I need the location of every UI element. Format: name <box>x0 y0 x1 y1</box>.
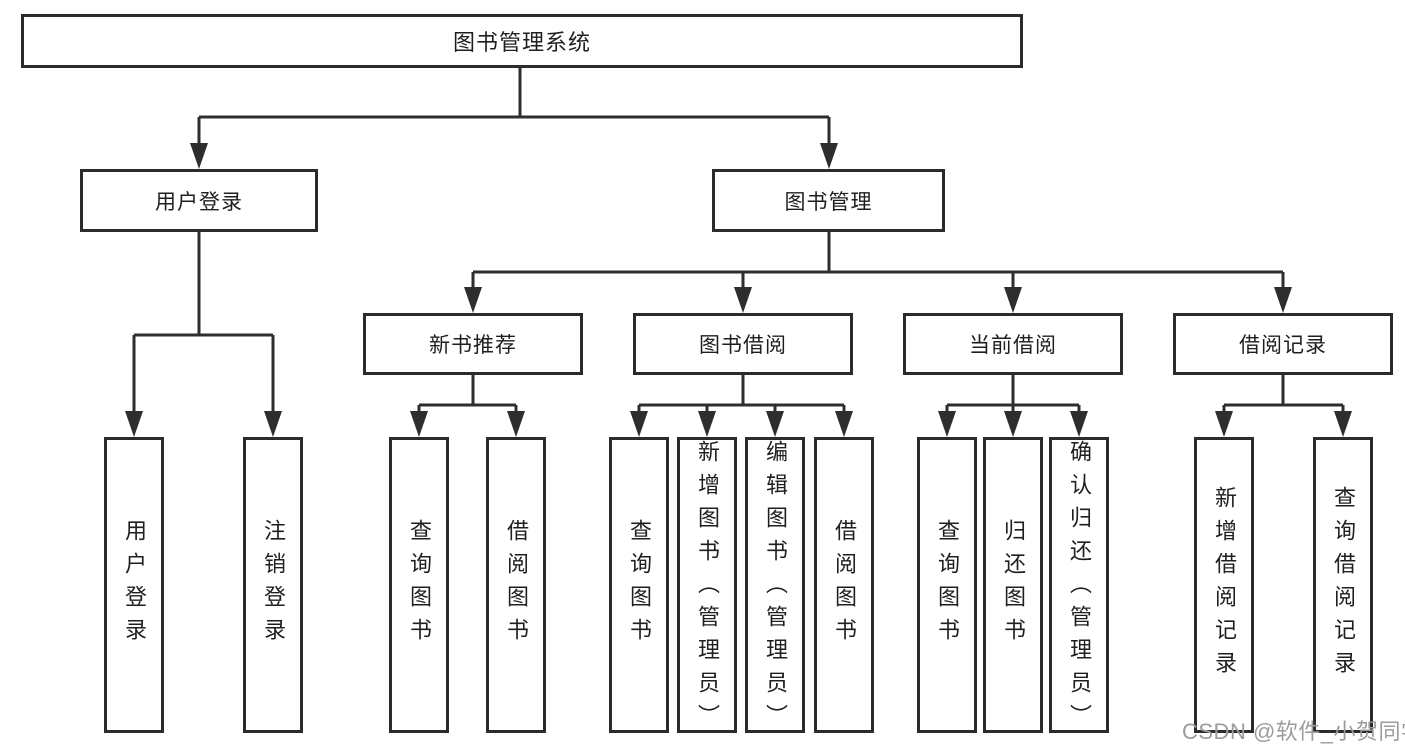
node-root-system: 图书管理系统 <box>21 14 1023 68</box>
arrow-leaf-return-book <box>1004 411 1022 437</box>
arrow-borrow-record <box>1274 287 1292 313</box>
node-book-borrow: 图书借阅 <box>633 313 853 375</box>
arrow-leaf-add-record <box>1215 411 1233 437</box>
arrow-leaf-borrow2 <box>835 411 853 437</box>
leaf-borrow-books: 借阅图书 <box>814 437 874 733</box>
node-new-book-recommend: 新书推荐 <box>363 313 583 375</box>
arrow-leaf-query-record <box>1334 411 1352 437</box>
node-book-management: 图书管理 <box>712 169 945 232</box>
leaf-query-books: 查询图书 <box>389 437 449 733</box>
arrow-current-borrow <box>1004 287 1022 313</box>
arrow-leaf-query2 <box>630 411 648 437</box>
leaf-query-borrow-record: 查询借阅记录 <box>1313 437 1373 733</box>
connector-newbook-drop <box>417 375 518 413</box>
arrow-leaf-confirm-ret <box>1070 411 1088 437</box>
arrow-book-mgmt <box>820 143 838 169</box>
arrow-leaf-logout <box>264 411 282 437</box>
arrow-leaf-add-book <box>698 411 716 437</box>
node-user-login: 用户登录 <box>80 169 318 232</box>
node-current-borrow: 当前借阅 <box>903 313 1123 375</box>
leaf-user-login: 用户登录 <box>104 437 164 733</box>
leaf-query-books: 查询图书 <box>917 437 977 733</box>
node-borrow-record: 借阅记录 <box>1173 313 1393 375</box>
leaf-return-books: 归还图书 <box>983 437 1043 733</box>
leaf-add-book-admin: 新增图书（管理员） <box>677 437 737 737</box>
arrow-leaf-edit-book <box>766 411 784 437</box>
connector-curborrow-drop <box>945 375 1081 413</box>
leaf-logout: 注销登录 <box>243 437 303 733</box>
connector-bookborrow-drop <box>637 375 846 413</box>
arrow-book-borrow <box>734 287 752 313</box>
arrow-leaf-query1 <box>410 411 428 437</box>
leaf-add-borrow-record: 新增借阅记录 <box>1194 437 1254 733</box>
leaf-confirm-return-admin: 确认归还（管理员） <box>1049 437 1109 737</box>
connector-userlogin-drop <box>132 232 275 413</box>
connector-bookmgmt-drop <box>471 232 1285 289</box>
leaf-borrow-books: 借阅图书 <box>486 437 546 733</box>
connector-borrowrec-drop <box>1222 375 1345 413</box>
leaf-query-books: 查询图书 <box>609 437 669 733</box>
arrow-new-book <box>464 287 482 313</box>
leaf-edit-book-admin: 编辑图书（管理员） <box>745 437 805 737</box>
arrow-leaf-user-login <box>125 411 143 437</box>
arrow-leaf-query3 <box>938 411 956 437</box>
csdn-watermark: CSDN @软件_小贺同学 <box>1182 719 1405 744</box>
arrow-leaf-borrow1 <box>507 411 525 437</box>
arrow-user-login <box>190 143 208 169</box>
